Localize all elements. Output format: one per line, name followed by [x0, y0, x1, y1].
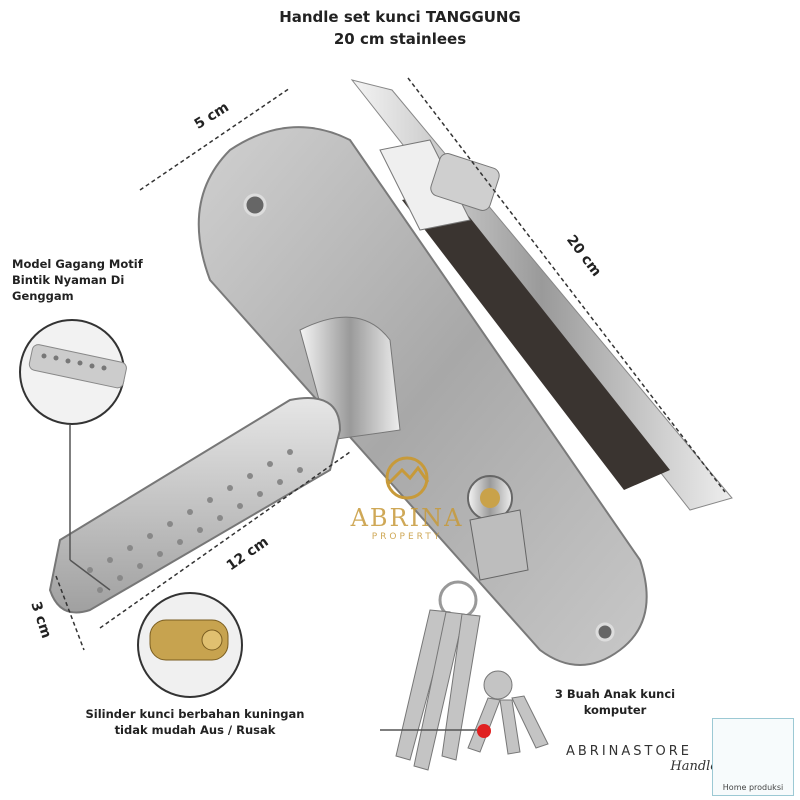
keys-note-line-2: komputer — [583, 703, 647, 717]
dimension-lines — [55, 77, 726, 651]
watermark-logo: ABRINA PROPERTY — [342, 452, 472, 542]
grip-note-line-2: Bintik Nyaman Di — [12, 273, 125, 287]
brand-sub: Handle — [670, 759, 718, 774]
watermark-name: ABRINA — [350, 504, 464, 532]
leader-lines — [69, 425, 478, 731]
grip-note: Model Gagang Motif Bintik Nyaman Di Geng… — [12, 256, 222, 304]
grip-note-line-1: Model Gagang Motif — [12, 257, 143, 271]
watermark-sub: PROPERTY — [371, 532, 443, 542]
house-logo-icon — [385, 456, 430, 500]
cylinder-note-line-2: tidak mudah Aus / Rusak — [114, 723, 276, 737]
home-label: Home produksi — [722, 783, 784, 792]
title-line-2: 20 cm stainlees — [333, 30, 467, 48]
screw-hole-top — [243, 193, 267, 217]
cylinder-note: Silinder kunci berbahan kuningan tidak m… — [70, 706, 320, 738]
screw-hole-bottom — [595, 622, 615, 642]
cylinder-note-line-1: Silinder kunci berbahan kuningan — [85, 707, 305, 721]
marker-dot — [477, 724, 491, 738]
brand-name: ABRINASTORE — [566, 744, 692, 759]
keys-note: 3 Buah Anak kunci komputer — [540, 686, 690, 718]
title-line-1: Handle set kunci TANGGUNG — [279, 8, 521, 26]
brand-block: ABRINASTORE Handle — [566, 744, 726, 774]
home-produksi-badge: Home produksi — [712, 718, 794, 796]
key-set — [467, 670, 549, 755]
cylinder-zoom-circle — [137, 592, 243, 698]
product-title: Handle set kunci TANGGUNG 20 cm stainlee… — [0, 6, 800, 50]
grip-note-line-3: Genggam — [12, 289, 74, 303]
cylinder-lock — [467, 475, 529, 581]
keys-note-line-1: 3 Buah Anak kunci — [554, 687, 676, 701]
grip-zoom-circle — [19, 319, 127, 425]
back-plate — [197, 126, 648, 666]
mortise-body — [350, 79, 733, 511]
lever-handle — [48, 316, 401, 614]
hanging-keys — [395, 580, 481, 771]
